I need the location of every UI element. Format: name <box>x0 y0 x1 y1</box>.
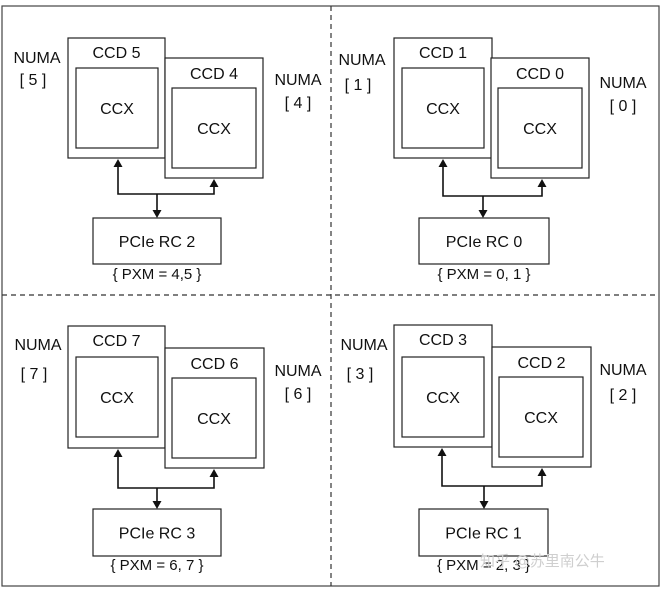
interconnect-line <box>117 456 215 489</box>
ccd-back-title: CCD 7 <box>92 333 140 350</box>
pcie-rc-box <box>92 217 222 265</box>
numa-right-label: NUMA <box>599 75 646 92</box>
numa-right-index: [ 2 ] <box>610 387 637 404</box>
ccd-front-title: CCD 0 <box>516 66 564 83</box>
numa-left-index: [ 3 ] <box>347 366 374 383</box>
arrow-to-ccd-back <box>438 159 448 167</box>
arrow-to-ccd-back <box>113 449 123 457</box>
numa-right-index: [ 4 ] <box>285 95 312 112</box>
quadrant-top-right: NUMA [ 1 ] NUMA [ 0 ] CCD 1 CCX CCD 0 CCX PCIe R… <box>338 37 647 283</box>
numa-right-label: NUMA <box>599 362 646 379</box>
arrow-to-pcie <box>152 501 162 509</box>
ccx-front-label: CCX <box>524 410 558 427</box>
ccd-back-title: CCD 5 <box>92 45 140 62</box>
numa-left-label: NUMA <box>338 52 385 69</box>
ccx-front-label: CCX <box>197 121 231 138</box>
arrow-to-ccd-front <box>537 179 547 187</box>
ccd-front-title: CCD 2 <box>517 355 565 372</box>
pcie-rc-box <box>418 508 549 557</box>
quadrant-bottom-left: NUMA [ 7 ] NUMA [ 6 ] CCD 7 CCX CCD 6 CCX PCIe R… <box>14 325 322 574</box>
ccd-front-title: CCD 4 <box>190 66 238 83</box>
numa-left-label: NUMA <box>13 50 60 67</box>
arrow-to-pcie <box>479 501 489 509</box>
numa-left-label: NUMA <box>340 337 387 354</box>
ccx-box-front <box>171 87 257 169</box>
ccx-back-label: CCX <box>100 101 134 118</box>
pxm-label: { PXM = 2, 3 } <box>437 557 530 574</box>
pxm-label: { PXM = 0, 1 } <box>438 266 531 283</box>
arrow-to-pcie <box>478 210 488 218</box>
ccd-back-title: CCD 1 <box>419 45 467 62</box>
arrow-to-ccd-front <box>537 468 547 476</box>
ccx-front-label: CCX <box>523 121 557 138</box>
arrow-to-ccd-front <box>209 469 219 477</box>
ccx-box-back <box>75 67 159 149</box>
interconnect-line <box>442 166 543 197</box>
pcie-rc-box <box>92 508 222 557</box>
ccd-back-title: CCD 3 <box>419 332 467 349</box>
arrow-to-ccd-back <box>113 159 123 167</box>
pcie-rc-label: PCIe RC 2 <box>119 234 196 251</box>
arrow-to-pcie <box>152 210 162 218</box>
pxm-label: { PXM = 4,5 } <box>113 266 202 283</box>
ccx-box-front <box>498 376 584 458</box>
pxm-label: { PXM = 6, 7 } <box>111 557 204 574</box>
watermark: 知乎 @苏里南公牛 <box>480 552 605 570</box>
numa-left-index: [ 5 ] <box>20 72 47 89</box>
numa-left-label: NUMA <box>14 337 61 354</box>
pcie-rc-box <box>418 217 550 265</box>
pcie-rc-label: PCIe RC 3 <box>119 526 196 543</box>
numa-right-label: NUMA <box>274 72 321 89</box>
arrow-to-ccd-back <box>437 448 447 456</box>
numa-right-label: NUMA <box>274 363 321 380</box>
ccd-front-title: CCD 6 <box>190 356 238 373</box>
quadrant-bottom-right: NUMA [ 3 ] NUMA [ 2 ] CCD 3 CCX CCD 2 CCX PCIe R… <box>340 324 647 574</box>
ccx-box-front <box>497 87 583 169</box>
numa-right-index: [ 6 ] <box>285 386 312 403</box>
ccx-box-front <box>171 377 257 459</box>
interconnect-line <box>117 166 215 195</box>
ccx-front-label: CCX <box>197 411 231 428</box>
numa-right-index: [ 0 ] <box>610 98 637 115</box>
ccx-box-back <box>401 67 485 149</box>
numa-left-index: [ 7 ] <box>21 366 48 383</box>
pcie-rc-label: PCIe RC 1 <box>445 526 522 543</box>
ccx-back-label: CCX <box>100 390 134 407</box>
arrow-to-ccd-front <box>209 179 219 187</box>
quadrant-top-left: NUMA [ 5 ] NUMA [ 4 ] CCD 5 CCX CCD 4 CCX PCIe R… <box>13 37 322 283</box>
ccx-back-label: CCX <box>426 101 460 118</box>
ccx-box-back <box>401 356 485 438</box>
interconnect-line <box>441 455 543 487</box>
numa-left-index: [ 1 ] <box>345 77 372 94</box>
pcie-rc-label: PCIe RC 0 <box>446 234 523 251</box>
ccx-back-label: CCX <box>426 390 460 407</box>
ccx-box-back <box>75 356 159 438</box>
